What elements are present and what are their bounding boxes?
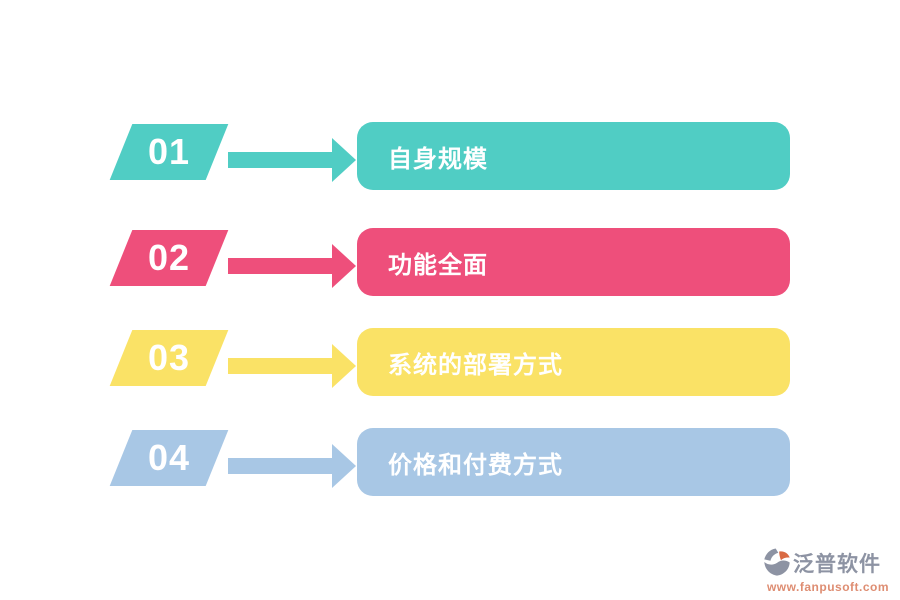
- step-label: 自身规模: [388, 145, 488, 173]
- step-row: 02 功能全面: [0, 228, 900, 296]
- arrow-right-icon: [0, 228, 900, 296]
- brand-logo-icon: [763, 547, 791, 582]
- step-label: 功能全面: [388, 251, 488, 279]
- step-label: 系统的部署方式: [388, 351, 563, 379]
- step-bar: 自身规模: [357, 122, 790, 190]
- arrow-head: [332, 244, 356, 288]
- brand-footer: 泛普软件 www.fanpusoft.com: [763, 547, 893, 594]
- arrow-head: [332, 138, 356, 182]
- step-bar: 功能全面: [357, 228, 790, 296]
- brand-line: 泛普软件: [763, 547, 893, 582]
- arrow-head: [332, 344, 356, 388]
- step-bar: 系统的部署方式: [357, 328, 790, 396]
- step-row: 01 自身规模: [0, 122, 900, 190]
- arrow-right-icon: [0, 122, 900, 190]
- step-row: 03 系统的部署方式: [0, 328, 900, 396]
- step-label: 价格和付费方式: [388, 451, 563, 479]
- step-row: 04 价格和付费方式: [0, 428, 900, 496]
- arrow-right-icon: [0, 328, 900, 396]
- arrow-shaft: [228, 358, 332, 374]
- brand-website: www.fanpusoft.com: [766, 580, 890, 594]
- arrow-head: [332, 444, 356, 488]
- step-bar: 价格和付费方式: [357, 428, 790, 496]
- arrow-shaft: [228, 152, 332, 168]
- arrow-shaft: [228, 458, 332, 474]
- arrow-shaft: [228, 258, 332, 274]
- arrow-right-icon: [0, 428, 900, 496]
- brand-name: 泛普软件: [793, 552, 881, 576]
